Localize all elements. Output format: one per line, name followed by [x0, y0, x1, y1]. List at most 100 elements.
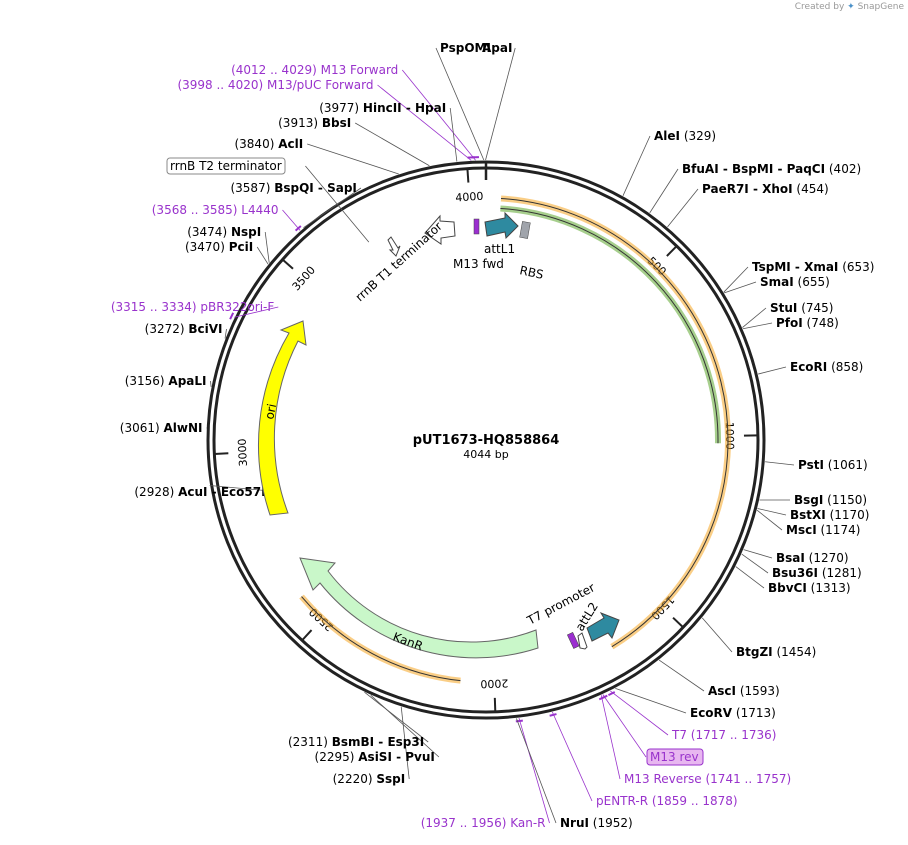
attl1-label: attL1 [484, 242, 515, 256]
site-label-nspi[interactable]: (3474) NspI [187, 225, 261, 239]
site-label-asisi[interactable]: (2295) AsiSI - PvuI [315, 750, 435, 764]
site-label-kanr[interactable]: (1937 .. 1956) Kan-R [421, 816, 546, 830]
site-label-btgzi[interactable]: BtgZI (1454) [736, 645, 816, 659]
site-label-msci[interactable]: MscI (1174) [786, 523, 860, 537]
site-label-m13rev[interactable]: M13 Reverse (1741 .. 1757) [624, 772, 791, 786]
feature-box [166, 157, 286, 175]
m13-fwd-feature[interactable] [473, 218, 480, 235]
site-name: M13/pUC Forward [267, 78, 374, 92]
site-name: HincII - HpaI [363, 101, 446, 115]
site-label-bsgi[interactable]: BsgI (1150) [794, 493, 867, 507]
site-label-acui[interactable]: (2928) AcuI - Eco57MI [134, 485, 277, 499]
site-name: ApaLI [168, 374, 206, 388]
site-name: BtgZI [736, 645, 773, 659]
site-name: PspOMI [440, 41, 491, 55]
site-label-m13puc[interactable]: (3998 .. 4020) M13/pUC Forward [177, 78, 373, 92]
site-position: (3977) [319, 101, 363, 115]
kanr-feature[interactable] [299, 557, 539, 659]
plasmid-size: 4044 bp [463, 448, 508, 461]
site-label-pfoi[interactable]: PfoI (748) [776, 316, 839, 330]
tick-label: 3000 [236, 438, 250, 467]
leader-line [264, 231, 270, 263]
t7-promoter-feature[interactable] [577, 632, 588, 650]
site-position: (1937 .. 1956) [421, 816, 511, 830]
leader-line [756, 509, 783, 531]
leader-line [210, 380, 212, 387]
site-label-rrnbt2[interactable]: rrnB T2 terminator [170, 159, 282, 173]
site-position: (1061) [824, 458, 868, 472]
site-label-bsmbi[interactable]: (2311) BsmBI - Esp3I [288, 735, 424, 749]
site-label-alwni[interactable]: (3061) AlwNI [120, 421, 203, 435]
m13-rev-feature[interactable] [566, 632, 580, 649]
site-label-bstxi[interactable]: BstXI (1170) [790, 508, 869, 522]
site-label-bcivi[interactable]: (3272) BciVI [145, 322, 223, 336]
site-position: (3061) [120, 421, 164, 435]
leader-line [742, 307, 767, 328]
site-label-bspqi[interactable]: (3587) BspQI - SapI [230, 181, 356, 195]
site-position: (655) [794, 275, 830, 289]
site-label-pcii[interactable]: (3470) PciI [185, 240, 253, 254]
site-label-ecori[interactable]: EcoRI (858) [790, 360, 863, 374]
site-name: NruI [560, 816, 589, 830]
rbs-feature[interactable] [519, 221, 531, 239]
site-name: AscI [708, 684, 736, 698]
site-label-smai[interactable]: SmaI (655) [760, 275, 830, 289]
site-label-bbvci[interactable]: BbvCI (1313) [768, 581, 851, 595]
site-label-pentr[interactable]: pENTR-R (1859 .. 1878) [596, 794, 738, 808]
site-label-bfuai[interactable]: BfuAI - BspMI - PaqCI (402) [682, 162, 861, 176]
leader-line [602, 694, 647, 758]
site-label-tspmi[interactable]: TspMI - XmaI (653) [752, 260, 874, 274]
kanr-label: KanR [391, 630, 425, 654]
site-label-bsai[interactable]: BsaI (1270) [776, 551, 849, 565]
site-name: PciI [229, 240, 254, 254]
leader-line [600, 695, 621, 780]
site-name: pENTR-R [596, 794, 648, 808]
site-label-bsu36i[interactable]: Bsu36I (1281) [772, 566, 862, 580]
site-label-ecorv[interactable]: EcoRV (1713) [690, 706, 776, 720]
site-label-pbr322[interactable]: (3315 .. 3334) pBR322ori-F [111, 300, 275, 314]
site-position: (748) [803, 316, 839, 330]
attl2-feature[interactable] [586, 612, 620, 642]
tick-mark [666, 245, 678, 257]
green-arc[interactable] [500, 207, 719, 444]
site-position: (1593) [736, 684, 780, 698]
site-position: (3470) [185, 240, 229, 254]
leader-line [758, 366, 787, 375]
site-position: (653) [838, 260, 874, 274]
orange-arc-2[interactable] [301, 596, 461, 682]
site-label-hincii[interactable]: (3977) HincII - HpaI [319, 101, 446, 115]
site-name: AsiSI - PvuI [358, 750, 435, 764]
rrnb-t2-feature[interactable] [387, 236, 401, 257]
site-name: M13 Reverse [624, 772, 702, 786]
site-position: (3998 .. 4020) [177, 78, 267, 92]
site-label-t7[interactable]: T7 (1717 .. 1736) [671, 728, 776, 742]
site-label-psti[interactable]: PstI (1061) [798, 458, 868, 472]
site-label-apai[interactable]: ApaI [482, 41, 512, 55]
site-label-m13revbox[interactable]: M13 rev [650, 750, 699, 764]
site-label-paer7i[interactable]: PaeR7I - XhoI (454) [702, 182, 829, 196]
tick-label: 4000 [455, 190, 484, 205]
orange-arc[interactable] [500, 197, 729, 648]
site-label-acii[interactable]: (3840) AclI [234, 137, 303, 151]
attl1-feature[interactable] [484, 211, 519, 240]
site-position: (4012 .. 4029) [231, 63, 321, 77]
site-label-stui[interactable]: StuI (745) [770, 301, 833, 315]
site-label-nrui[interactable]: NruI (1952) [560, 816, 633, 830]
site-position: (2311) [288, 735, 332, 749]
site-name: BfuAI - BspMI - PaqCI [682, 162, 825, 176]
site-label-alei[interactable]: AleI (329) [654, 129, 716, 143]
site-label-sspi[interactable]: (2220) SspI [333, 772, 406, 786]
site-position: (858) [827, 360, 863, 374]
site-label-asci[interactable]: AscI (1593) [708, 684, 780, 698]
rrnb-t1-feature[interactable] [424, 214, 456, 245]
site-position: (1281) [818, 566, 862, 580]
site-name: Kan-R [510, 816, 545, 830]
site-label-l4440[interactable]: (3568 .. 3585) L4440 [152, 203, 279, 217]
site-label-m13fwd[interactable]: (4012 .. 4029) M13 Forward [231, 63, 398, 77]
site-name: EcoRV [690, 706, 733, 720]
ori-feature[interactable] [257, 320, 307, 516]
site-label-bbsi[interactable]: (3913) BbsI [278, 116, 351, 130]
site-label-pspomi[interactable]: PspOMI [440, 41, 491, 55]
credit-brand: SnapGene [857, 2, 904, 12]
site-label-apali[interactable]: (3156) ApaLI [125, 374, 207, 388]
